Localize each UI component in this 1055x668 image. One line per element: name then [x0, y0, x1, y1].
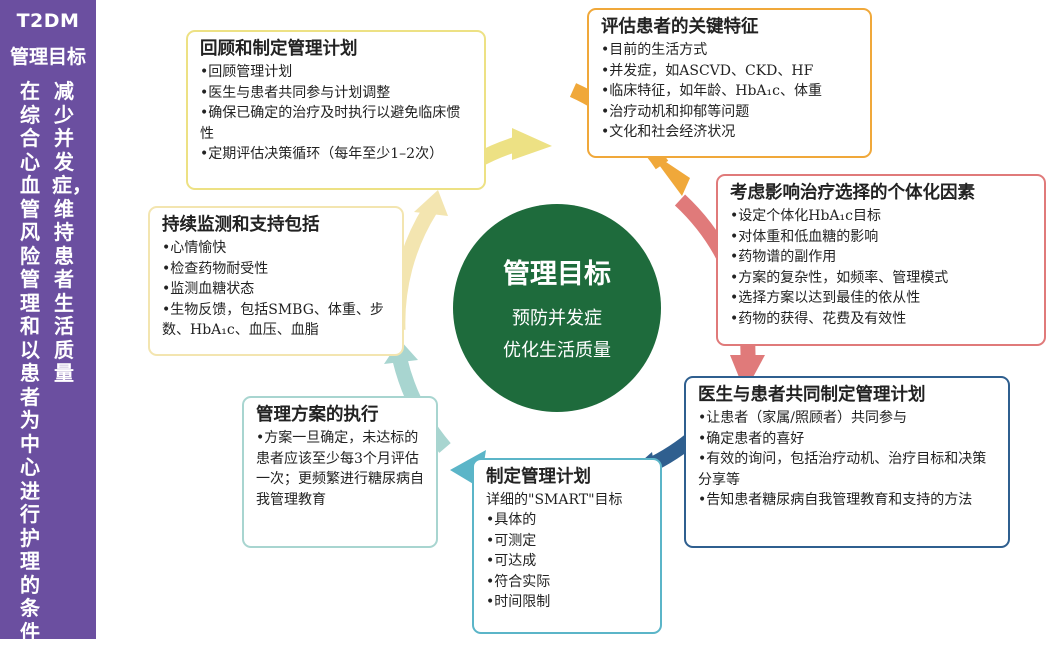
list-item: •医生与患者共同参与计划调整	[200, 84, 391, 101]
list-item: •可测定	[486, 532, 537, 549]
list-item: •生物反馈，包括SMBG、体重、步数、HbA₁c、血压、血脂	[162, 301, 384, 339]
sidebar-title-line2: 管理目标	[9, 46, 86, 68]
list-item: •检查药物耐受性	[162, 260, 269, 277]
list-item: •符合实际	[486, 573, 551, 590]
list-item: •有效的询问，包括治疗动机、治疗目标和决策分享等	[698, 451, 987, 488]
list-item: •定期评估决策循环（每年至少1–2次）	[200, 146, 444, 162]
list-item: •具体的	[486, 512, 537, 528]
sidebar-vertical-text-left: 在综合心血管风险管理和以患者为中心进行护理的条件下，	[18, 79, 58, 667]
box-shared-title: 医生与患者共同制定管理计划	[698, 385, 926, 405]
sidebar-vertical-text-right: 减少并发症，维持患者生活质量	[52, 79, 92, 385]
box-monitor: 持续监测和支持包括 •心情愉快 •检查药物耐受性 •监测血糖状态 •生物反馈，包…	[148, 206, 404, 356]
center-line-2: 优化生活质量	[503, 340, 611, 361]
sidebar-title-line1: T2DM	[16, 10, 80, 32]
box-monitor-title: 持续监测和支持包括	[162, 215, 320, 235]
box-assess: 评估患者的关键特征 •目前的生活方式 •并发症，如ASCVD、CKD、HF •临…	[587, 8, 872, 158]
box-shared: 医生与患者共同制定管理计划 •让患者（家属/照顾者）共同参与 •确定患者的喜好 …	[684, 376, 1010, 548]
list-item: •临床特征，如年龄、HbA₁c、体重	[601, 83, 822, 99]
box-review: 回顾和制定管理计划 •回顾管理计划 •医生与患者共同参与计划调整 •确保已确定的…	[186, 30, 486, 190]
center-line-1: 预防并发症	[512, 308, 602, 329]
list-item: •并发症，如ASCVD、CKD、HF	[601, 62, 814, 79]
box-plan: 制定管理计划 详细的"SMART"目标 •具体的 •可测定 •可达成 •符合实际…	[472, 458, 662, 634]
list-item: •让患者（家属/照顾者）共同参与	[698, 410, 907, 426]
list-item: •方案一旦确定，未达标的患者应该至少每3个月评估一次；更频繁进行糖尿病自我管理教…	[256, 430, 424, 508]
list-item: •监测血糖状态	[162, 281, 255, 297]
arrowhead-monitor	[414, 190, 448, 216]
box-execute-title: 管理方案的执行	[256, 405, 379, 425]
box-consider-title: 考虑影响治疗选择的个体化因素	[730, 183, 975, 203]
arrowhead-consider	[730, 355, 765, 392]
sidebar: T2DM 管理目标 在综合心血管风险管理和以患者为中心进行护理的条件下， 减少并…	[0, 0, 96, 667]
list-item: •可达成	[486, 553, 537, 569]
list-item: •回顾管理计划	[200, 64, 293, 80]
box-plan-title: 制定管理计划	[486, 467, 591, 487]
list-item: •方案的复杂性，如频率、管理模式	[730, 269, 949, 286]
list-item: •目前的生活方式	[601, 42, 708, 58]
center-title: 管理目标	[503, 259, 611, 290]
list-item: •文化和社会经济状况	[601, 124, 736, 140]
list-item: •心情愉快	[162, 240, 227, 256]
list-item: •对体重和低血糖的影响	[730, 228, 879, 245]
box-consider: 考虑影响治疗选择的个体化因素 •设定个体化HbA₁c目标 •对体重和低血糖的影响…	[716, 174, 1046, 346]
arrowhead-assess	[648, 150, 690, 196]
center-goal-circle: 管理目标 预防并发症 优化生活质量	[453, 204, 661, 412]
list-item: •设定个体化HbA₁c目标	[730, 208, 881, 224]
box-review-title: 回顾和制定管理计划	[200, 39, 358, 59]
list-item: •时间限制	[486, 594, 551, 610]
list-item: •选择方案以达到最佳的依从性	[730, 290, 921, 306]
list-item: •治疗动机和抑郁等问题	[601, 103, 750, 120]
arrowhead-review	[512, 128, 552, 160]
box-plan-subtitle: 详细的"SMART"目标	[486, 492, 623, 508]
list-item: •告知患者糖尿病自我管理教育和支持的方法	[698, 492, 973, 508]
box-execute: 管理方案的执行 •方案一旦确定，未达标的患者应该至少每3个月评估一次；更频繁进行…	[242, 396, 438, 548]
box-assess-title: 评估患者的关键特征	[601, 17, 759, 37]
list-item: •药物的获得、花费及有效性	[730, 310, 907, 327]
list-item: •确定患者的喜好	[698, 430, 805, 447]
list-item: •确保已确定的治疗及时执行以避免临床惯性	[200, 105, 461, 142]
list-item: •药物谱的副作用	[730, 249, 837, 265]
